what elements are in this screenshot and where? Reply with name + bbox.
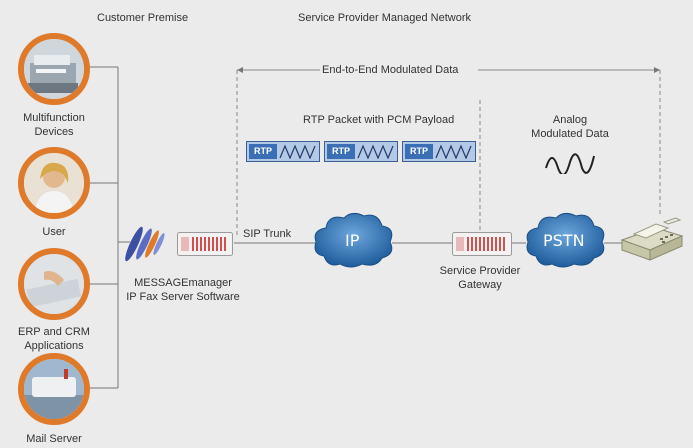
fax-server-icon xyxy=(177,232,233,256)
keyboard-icon xyxy=(18,248,90,320)
end-to-end-label: End-to-End Modulated Data xyxy=(322,64,459,76)
rtp-packet-label: RTP Packet with PCM Payload xyxy=(303,114,455,126)
user-photo-icon xyxy=(18,147,90,219)
rtp-header: RTP xyxy=(249,144,277,159)
pcm-waveform-icon xyxy=(357,144,394,159)
gateway-icon xyxy=(452,232,512,256)
service-provider-heading: Service Provider Managed Network xyxy=(298,12,472,24)
ip-cloud-icon xyxy=(314,212,393,268)
endpoint-label-mail-server: Mail Server xyxy=(26,433,82,445)
ip-cloud-label: IP xyxy=(345,231,360,250)
multifunction-printer-icon xyxy=(18,33,90,105)
endpoint-label-user: User xyxy=(42,226,66,238)
rtp-packet: RTP xyxy=(324,141,398,162)
messagemanager-logo-icon xyxy=(125,226,165,262)
analog-wave-icon xyxy=(545,153,595,174)
rtp-packet: RTP xyxy=(402,141,476,162)
rtp-header: RTP xyxy=(327,144,355,159)
rtp-header: RTP xyxy=(405,144,433,159)
customer-premise-heading: Customer Premise xyxy=(97,12,189,24)
mailbox-icon xyxy=(18,353,90,425)
pcm-waveform-icon xyxy=(279,144,316,159)
pcm-waveform-icon xyxy=(435,144,472,159)
pstn-cloud-label: PSTN xyxy=(543,231,585,250)
pstn-cloud-icon xyxy=(526,212,605,268)
sip-trunk-label: SIP Trunk xyxy=(243,228,292,240)
rtp-packet: RTP xyxy=(246,141,320,162)
fax-machine-icon xyxy=(620,217,684,261)
